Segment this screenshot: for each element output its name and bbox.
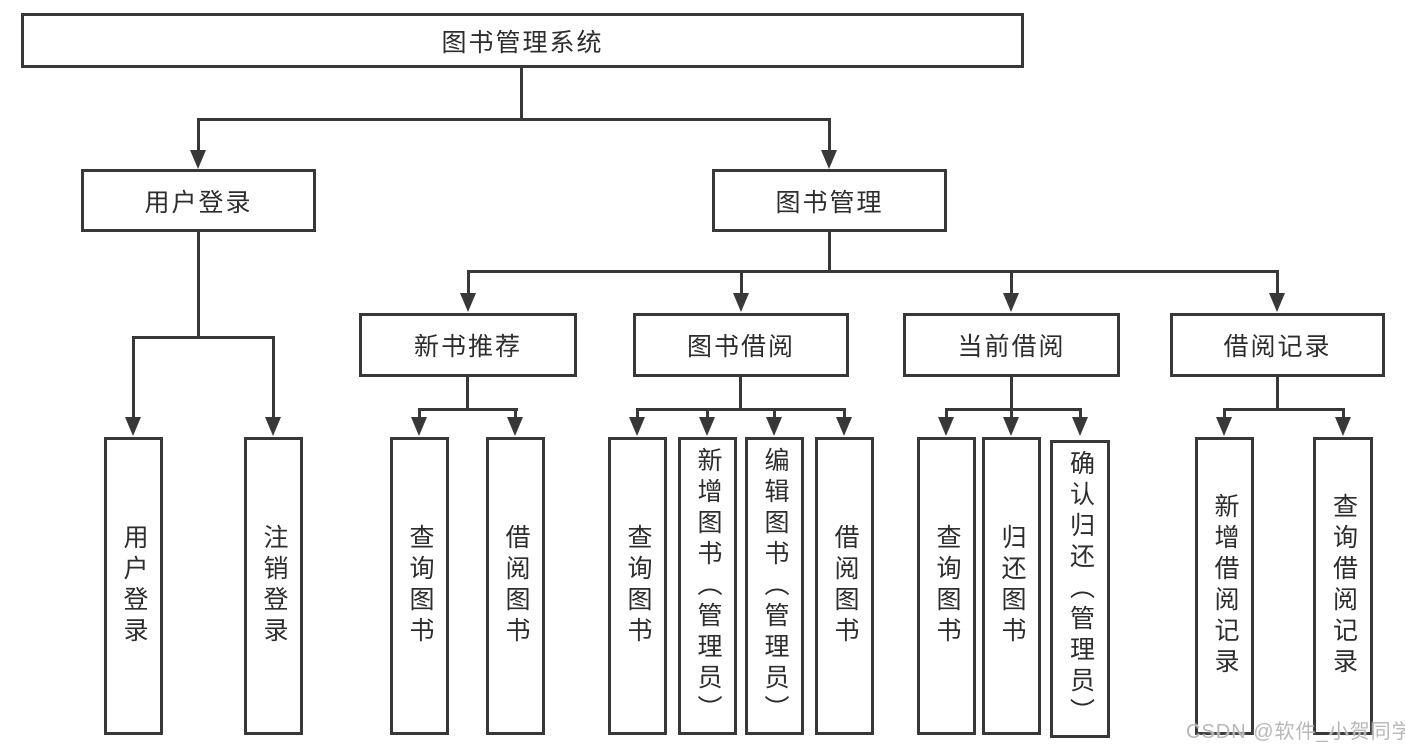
connector-line [1276,377,1279,408]
node-label: 确认归还（管理员） [1066,449,1095,729]
arrow-down-icon [460,293,476,312]
connector-line [1079,408,1082,420]
leaf-confirm-return-admin: 确认归还（管理员） [1050,440,1110,738]
arrow-down-icon [1072,417,1088,436]
connector-line [945,408,1082,411]
node-label: 借阅图书 [502,524,530,648]
arrow-down-icon [821,150,837,169]
connector-line [1223,408,1345,411]
connector-line [272,336,275,418]
arrow-down-icon [1003,293,1019,312]
arrow-down-icon [1269,293,1285,312]
connector-line [773,408,776,420]
arrow-down-icon [766,417,782,436]
connector-line [197,118,831,121]
connector-line [706,408,709,420]
arrow-down-icon [699,417,715,436]
arrow-down-icon [629,417,645,436]
connector-line [1010,270,1013,295]
connector-line [945,408,948,420]
node-label: 新增图书（管理员） [694,446,722,726]
node-current-borrowing: 当前借阅 [903,313,1120,377]
leaf-borrow-books-recommend: 借阅图书 [486,437,545,735]
connector-line [1010,408,1013,420]
arrow-down-icon [507,417,523,436]
node-label: 归还图书 [998,524,1026,648]
leaf-borrow-books: 借阅图书 [815,437,874,735]
arrow-down-icon [938,417,954,436]
connector-line [636,408,639,420]
leaf-edit-books-admin: 编辑图书（管理员） [745,437,804,735]
arrow-down-icon [733,293,749,312]
connector-line [739,377,742,408]
node-book-management: 图书管理 [712,169,947,232]
node-library-system: 图书管理系统 [21,13,1024,68]
connector-line [520,68,523,118]
connector-line [132,336,275,339]
node-label: 新增借阅记录 [1211,493,1239,679]
node-label: 借阅图书 [831,524,859,648]
connector-line [636,408,846,411]
connector-line [1223,408,1226,420]
arrow-down-icon [1003,417,1019,436]
arrow-down-icon [1335,417,1351,436]
connector-line [514,408,517,420]
arrow-down-icon [190,150,206,169]
leaf-return-books: 归还图书 [982,437,1041,735]
node-label: 图书管理 [775,188,884,217]
connector-line [132,336,135,418]
arrow-down-icon [265,417,281,436]
arrow-down-icon [125,417,141,436]
node-user-login: 用户登录 [81,169,316,232]
connector-line [418,408,421,420]
arrow-down-icon [836,417,852,436]
node-new-book-recommendation: 新书推荐 [359,313,577,377]
node-label: 查询借阅记录 [1329,493,1358,679]
node-label: 借阅记录 [1223,333,1332,361]
connector-line [197,232,200,336]
connector-line [1010,377,1013,408]
node-borrowing-records: 借阅记录 [1170,313,1385,377]
csdn-watermark: CSDN @软件_小贺同学 [1186,721,1405,743]
node-label: 查询图书 [406,524,434,648]
leaf-query-books-recommend: 查询图书 [390,437,449,735]
node-label: 新书推荐 [413,333,522,361]
connector-line [418,408,518,411]
node-label: 图书管理系统 [441,28,604,57]
node-label: 查询图书 [624,524,652,648]
connector-line [466,377,469,408]
leaf-logout: 注销登录 [244,437,303,735]
arrow-down-icon [411,417,427,436]
connector-line [1276,270,1279,295]
leaf-query-books-borrow: 查询图书 [608,437,667,735]
leaf-user-login: 用户登录 [104,437,163,735]
connector-line [197,118,200,151]
connector-line [828,232,831,270]
node-label: 图书借阅 [686,333,795,361]
arrow-down-icon [1216,417,1232,436]
leaf-query-books-current: 查询图书 [917,437,976,735]
node-label: 编辑图书（管理员） [761,446,789,726]
connector-line [467,270,470,295]
connector-line [1342,408,1345,420]
node-book-borrowing: 图书借阅 [633,313,849,377]
leaf-query-borrow-record: 查询借阅记录 [1313,437,1373,735]
connector-line [828,118,831,151]
node-label: 当前借阅 [957,333,1066,361]
node-label: 用户登录 [120,524,148,648]
node-label: 用户登录 [144,188,253,217]
connector-line [843,408,846,420]
connector-line [467,270,1279,273]
node-label: 注销登录 [260,524,288,648]
leaf-add-borrow-record: 新增借阅记录 [1195,437,1254,735]
connector-line [740,270,743,295]
node-label: 查询图书 [933,524,961,648]
leaf-add-books-admin: 新增图书（管理员） [678,437,737,735]
